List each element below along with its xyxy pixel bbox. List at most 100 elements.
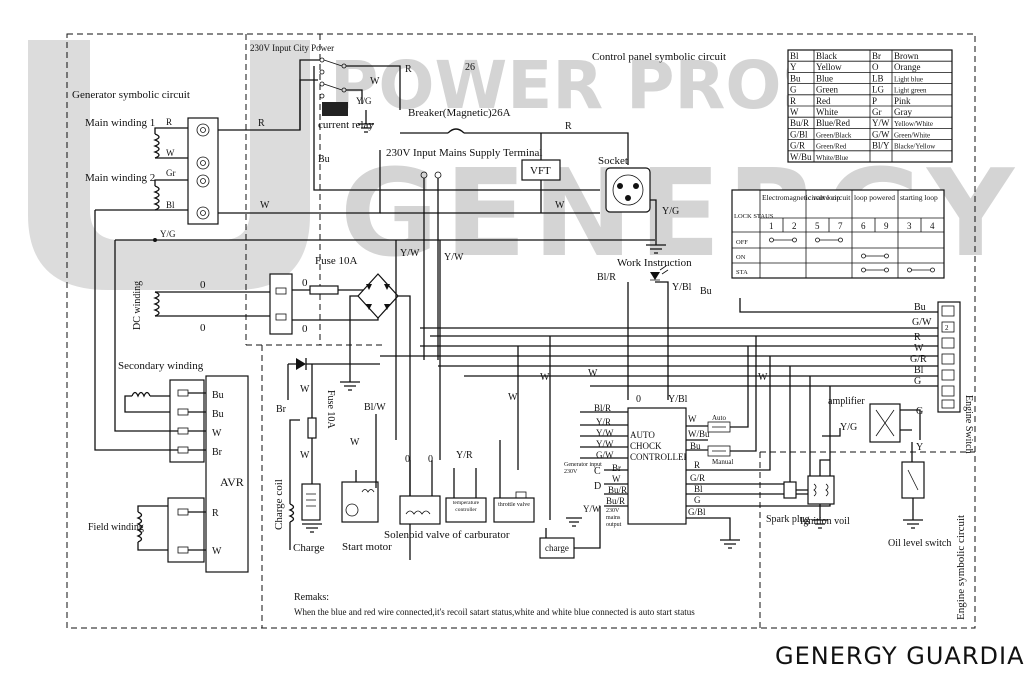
color-table-cell: Y/W xyxy=(872,118,890,128)
lock-table-row-label: ON xyxy=(736,254,746,261)
fuse-side-label: Fuse 10A xyxy=(325,390,336,429)
wire-label: W xyxy=(260,200,270,211)
wire-label: G/R xyxy=(690,473,705,483)
mains-output-wrap: 230V mains output xyxy=(606,508,621,528)
wire-label: W xyxy=(540,372,550,383)
temp-controller-wrap: temperature controller xyxy=(453,500,479,513)
lock-table-number: 9 xyxy=(884,221,889,231)
fuse-side-icon xyxy=(307,417,317,439)
lock-table-number: 2 xyxy=(792,221,797,231)
wire-label: Gr xyxy=(166,168,176,178)
wire-label: W xyxy=(758,372,768,383)
wire-label: Y/G xyxy=(840,422,857,433)
wire-label: 0 xyxy=(636,394,641,405)
wire-label: Y/W xyxy=(596,428,614,438)
color-table-cell: Light blue xyxy=(894,75,923,83)
ground-icon xyxy=(720,539,740,549)
spark-plug-label: Spark plug xyxy=(766,514,810,525)
secondary-winding-label: Secondary winding xyxy=(118,360,204,372)
ignition-coil-box xyxy=(807,475,835,505)
ground-icon xyxy=(812,519,828,529)
city-power-label: 230V Input City Power xyxy=(250,43,334,53)
ground-icon xyxy=(566,517,582,527)
wire-label: W/Bu xyxy=(688,429,710,439)
generator-section-title: Generator symbolic circuit xyxy=(72,89,190,101)
throttle-valve-wrap: throttle valve xyxy=(498,502,530,508)
field-terminal-block xyxy=(167,497,205,563)
color-table-cell: G/Bl xyxy=(790,129,808,139)
color-table-cell: Green/White xyxy=(894,131,930,139)
color-table-cell: G/R xyxy=(790,141,805,151)
color-table-cell: Blue xyxy=(816,73,833,83)
wire-label: G/R xyxy=(910,354,927,365)
wire-label: G xyxy=(914,376,921,387)
wire-label: W xyxy=(212,546,222,557)
throttle-valve-box xyxy=(493,497,535,523)
color-table-cell: W/Bu xyxy=(790,152,812,162)
control-section-title: Control panel symbolic circuit xyxy=(592,51,726,63)
terminal-icons xyxy=(196,123,210,220)
wire-label: R xyxy=(694,460,700,470)
remarks-text: When the blue and red wire connected,it'… xyxy=(294,607,695,617)
wire-label: Bu xyxy=(318,154,330,165)
bus-lines xyxy=(380,298,938,387)
auto-choke-controller xyxy=(627,407,687,525)
lock-table-number: 5 xyxy=(815,221,820,231)
wire-label: Y/W xyxy=(583,504,601,514)
ground-icon xyxy=(358,110,374,133)
wire-label: Bu/R xyxy=(608,485,627,495)
wire-label: Bu xyxy=(690,441,701,451)
wire-label: Y/G xyxy=(160,229,176,239)
wire-label: W xyxy=(300,384,310,395)
bridge-rectifier-icon xyxy=(357,273,399,319)
color-table-cell: Br xyxy=(872,51,881,61)
manual-label: Manual xyxy=(712,458,733,466)
mains-terminal-label: 230V Input Mains Supply Terminal xyxy=(386,147,543,159)
lock-table-number: 6 xyxy=(861,221,866,231)
wire-label: 26 xyxy=(465,62,475,73)
color-table-cell: R xyxy=(790,96,796,106)
color-table-cell: Blacke/Yellow xyxy=(894,143,936,151)
work-instruction-label: Work Instruction xyxy=(617,257,692,269)
wire-label: Y/W xyxy=(596,439,614,449)
main-winding-2-label: Main winding 2 xyxy=(85,172,155,184)
secondary-terminal-block xyxy=(169,379,205,463)
throttle-valve-label: throttle valve xyxy=(498,502,530,508)
footer-title: GENERGY GUARDIAN FR6 xyxy=(775,642,1024,670)
color-table-cell: Red xyxy=(816,96,831,106)
color-table-cell: O xyxy=(872,62,879,72)
wire-label: D xyxy=(594,481,601,492)
wire-label: R xyxy=(166,117,172,127)
color-table-cell: Yellow xyxy=(816,62,842,72)
wire-label: W xyxy=(300,450,310,461)
wire-label: R xyxy=(212,508,219,519)
controller-label: AUTO CHOCK CONTROLLER xyxy=(630,430,686,462)
engine-switch-box xyxy=(937,301,961,413)
color-table-cell: Bu xyxy=(790,73,801,83)
dc-terminal xyxy=(269,273,293,335)
wire-label: Y/G xyxy=(356,96,372,106)
wire-label: W xyxy=(588,368,598,379)
color-table-cell: LG xyxy=(872,85,884,95)
color-table-cell: Light green xyxy=(894,87,927,95)
solenoid-label: Solenoid valve of carburator xyxy=(384,529,510,541)
wire-label: G/W xyxy=(596,450,614,460)
lock-table-group: loop powered xyxy=(854,193,895,202)
color-table-cell: Gr xyxy=(872,107,882,117)
charge-box-label: charge xyxy=(545,543,569,553)
color-table-cell: Gray xyxy=(894,107,912,117)
wire-label: Y/R xyxy=(456,450,473,461)
lock-table-row-label: OFF xyxy=(736,239,748,246)
secondary-winding-coil-icon xyxy=(124,391,170,413)
charge-coil-label: Charge coil xyxy=(273,479,285,530)
solenoid-valve-box xyxy=(399,495,441,525)
wire-label: Bu xyxy=(212,390,224,401)
wire-label: G xyxy=(916,406,923,417)
wire-label: Bu xyxy=(700,286,712,297)
color-table-cell: Yellow/White xyxy=(894,120,933,128)
wire-label: 0 xyxy=(200,279,206,291)
avr-box xyxy=(205,375,249,573)
color-table-cell: Green/Red xyxy=(816,143,847,151)
wire-label: Br xyxy=(612,463,621,473)
